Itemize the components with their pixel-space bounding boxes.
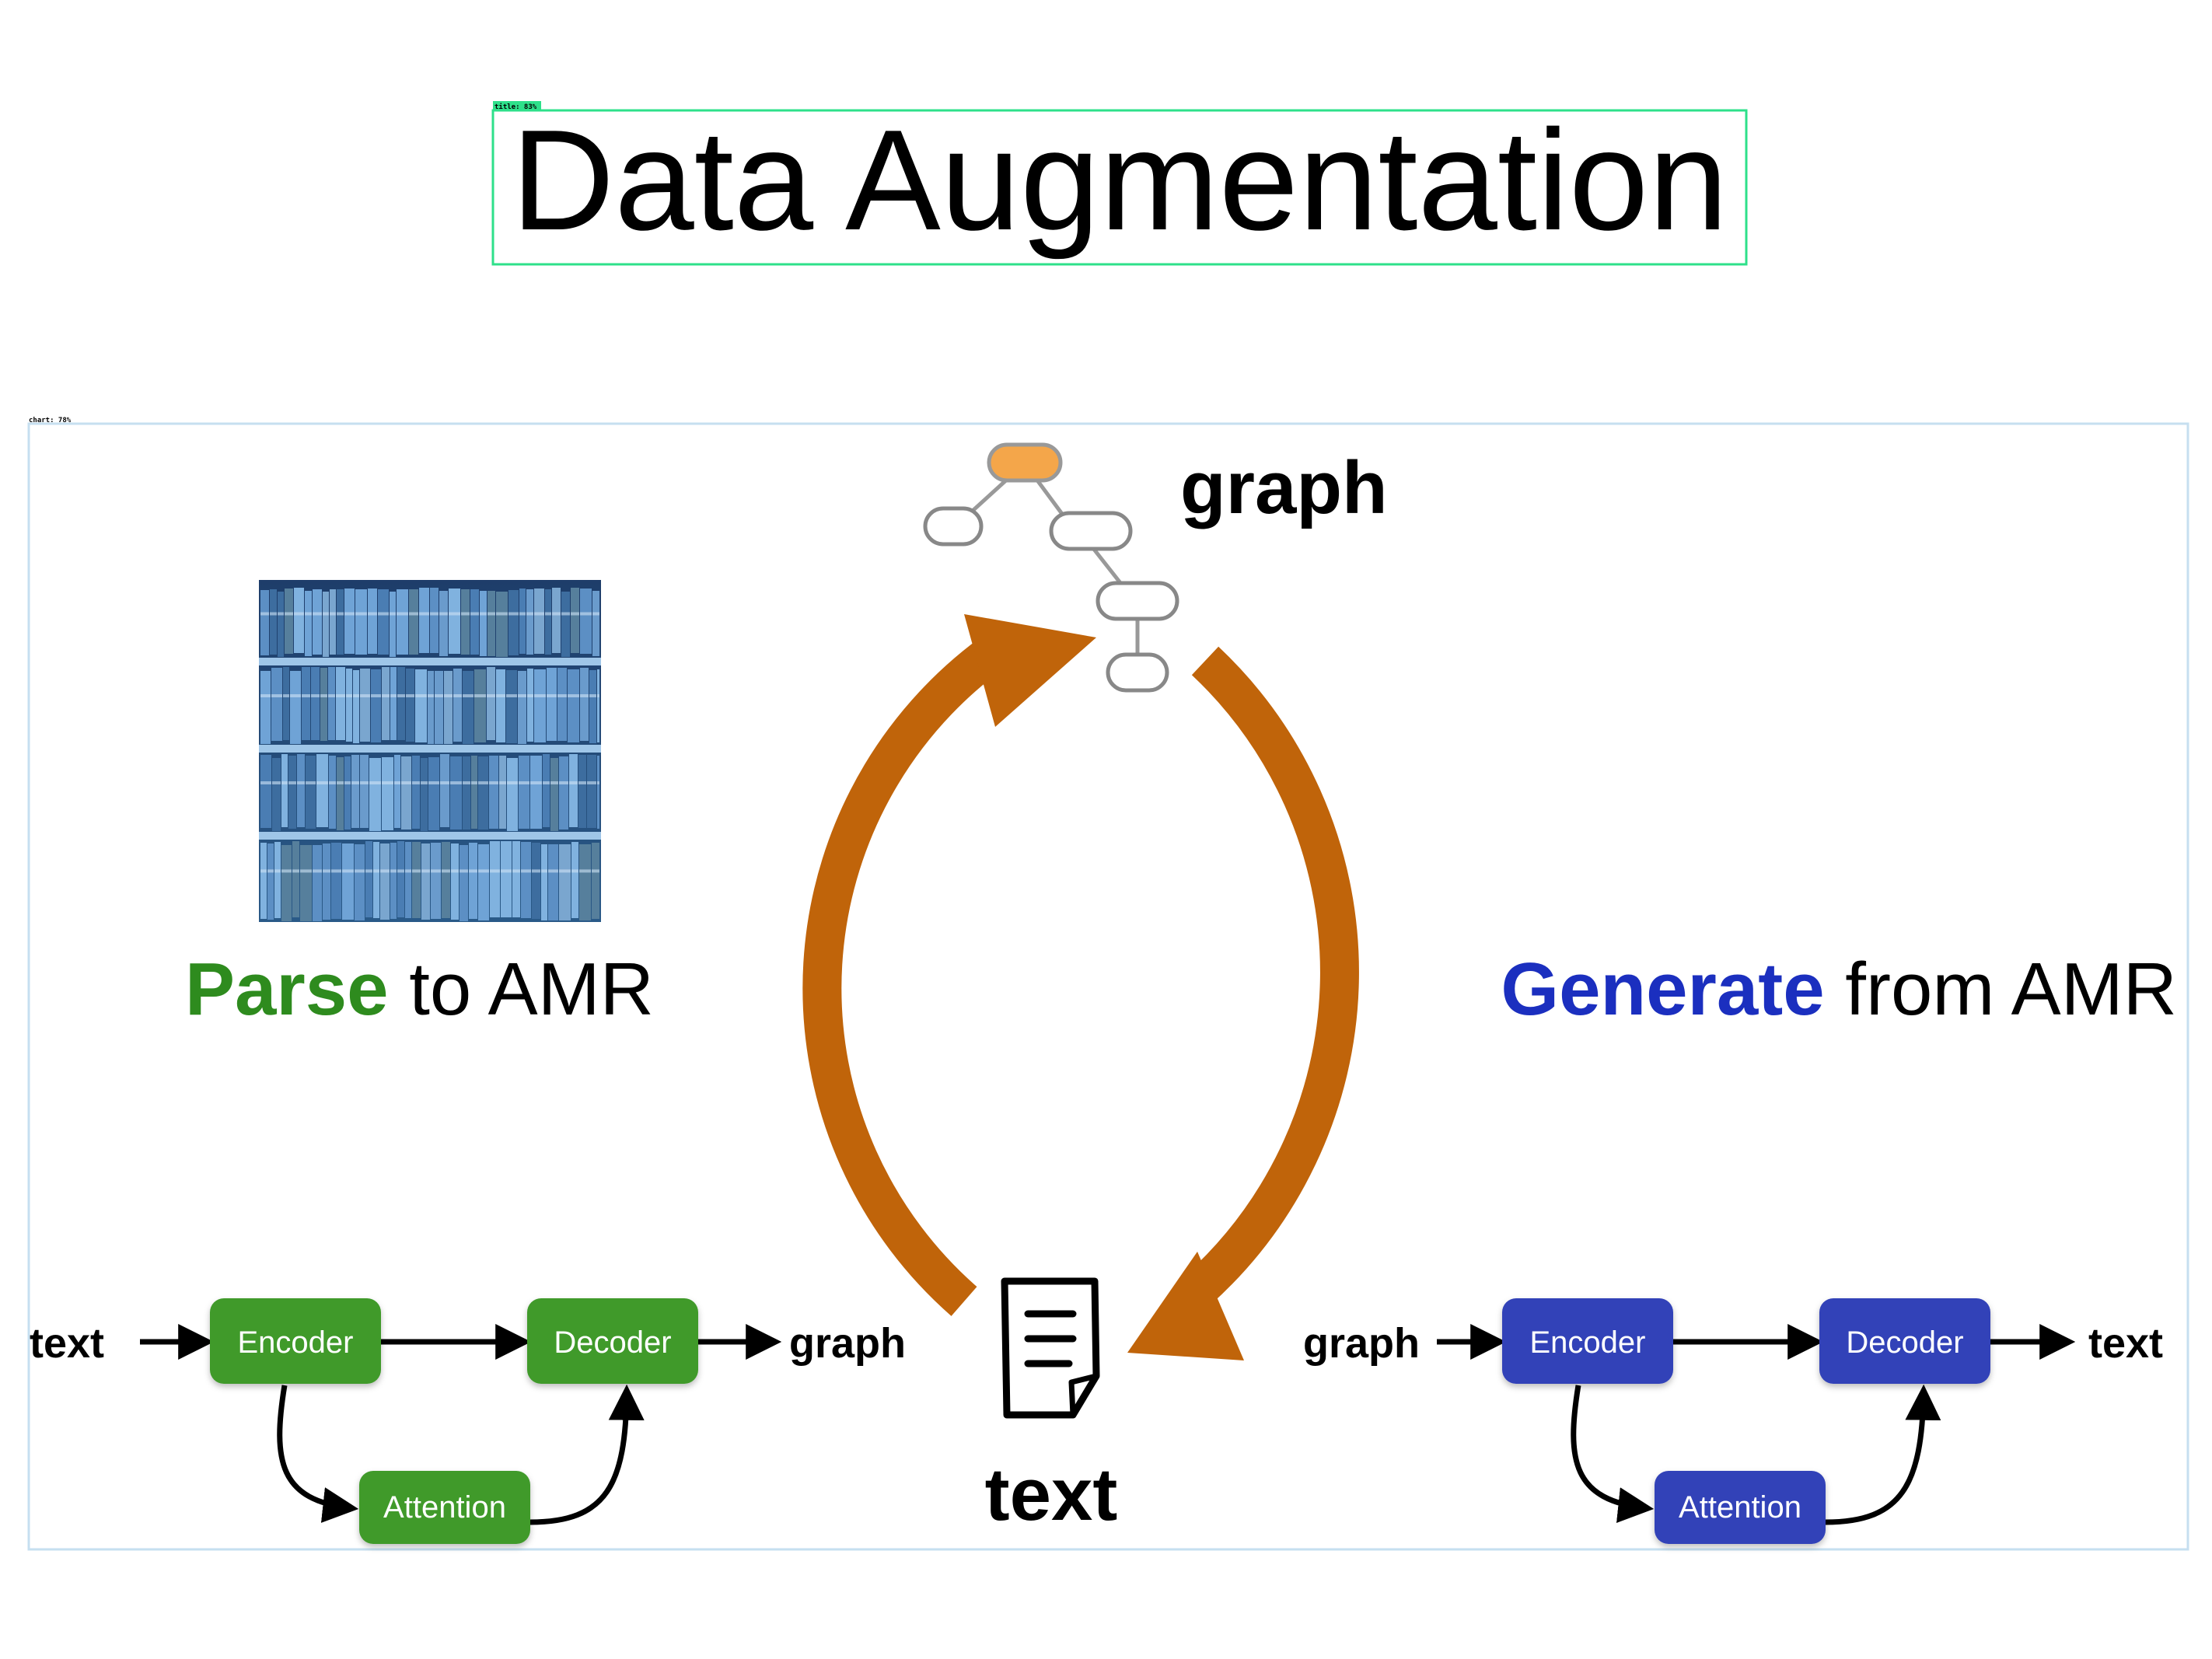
chart-overlay-tag: chart: 78% [29, 417, 72, 424]
parse-verb: Parse [185, 948, 389, 1031]
parse-attention-box [359, 1471, 530, 1544]
chart-overlay: chart: 78% [27, 417, 2189, 1551]
augmentation-cycle [802, 614, 1359, 1360]
parse-encoder-box [210, 1298, 381, 1384]
parse-rest: to AMR [389, 948, 654, 1031]
parse-output-label: graph [789, 1320, 906, 1367]
generate-rest: from AMR [1825, 948, 2177, 1031]
title-overlay: title: 83% [491, 101, 1748, 266]
generate-encoder-label: Encoder [1530, 1325, 1646, 1360]
bookshelf-image [259, 580, 601, 922]
left-cycle-arrow-arc [802, 629, 1015, 1316]
generate-decoder-label: Decoder [1846, 1325, 1963, 1360]
generate-input-label: graph [1303, 1320, 1420, 1367]
generate-encoder-box [1502, 1298, 1673, 1384]
parse-encoder-label: Encoder [238, 1325, 354, 1360]
generate-decoder-box [1819, 1298, 1990, 1384]
parse-attention-label: Attention [383, 1490, 506, 1525]
parse-decoder-box [527, 1298, 698, 1384]
left-cycle-arrowhead [964, 614, 1096, 727]
right-cycle-arrow-arc [1184, 646, 1359, 1305]
generate-heading: Generate from AMR [1501, 948, 2177, 1031]
generate-attention-box [1655, 1471, 1826, 1544]
document-icon [1001, 1277, 1100, 1419]
page-title: Data Augmentation [511, 100, 1728, 260]
title-overlay-tag-bg [493, 101, 541, 110]
parse-input-label: text [30, 1320, 104, 1367]
parse-decoder-label: Decoder [554, 1325, 671, 1360]
cycle-bottom-label: text [985, 1453, 1118, 1536]
generate-pipeline: graph Encoder Decoder text Attention [1303, 1298, 2163, 1544]
generate-verb: Generate [1501, 948, 1824, 1031]
title-overlay-tag: title: 83% [494, 103, 537, 111]
chart-overlay-box [27, 422, 2189, 1551]
generate-output-label: text [2088, 1320, 2163, 1367]
right-cycle-arrowhead [1127, 1252, 1244, 1360]
parse-heading: Parse to AMR [185, 948, 654, 1031]
title-overlay-box [491, 109, 1748, 266]
generate-attention-label: Attention [1679, 1490, 1801, 1525]
amr-graph-icon [923, 442, 1179, 693]
parse-pipeline: text Encoder Decoder graph Attention [30, 1298, 906, 1544]
cycle-top-label: graph [1180, 446, 1388, 529]
